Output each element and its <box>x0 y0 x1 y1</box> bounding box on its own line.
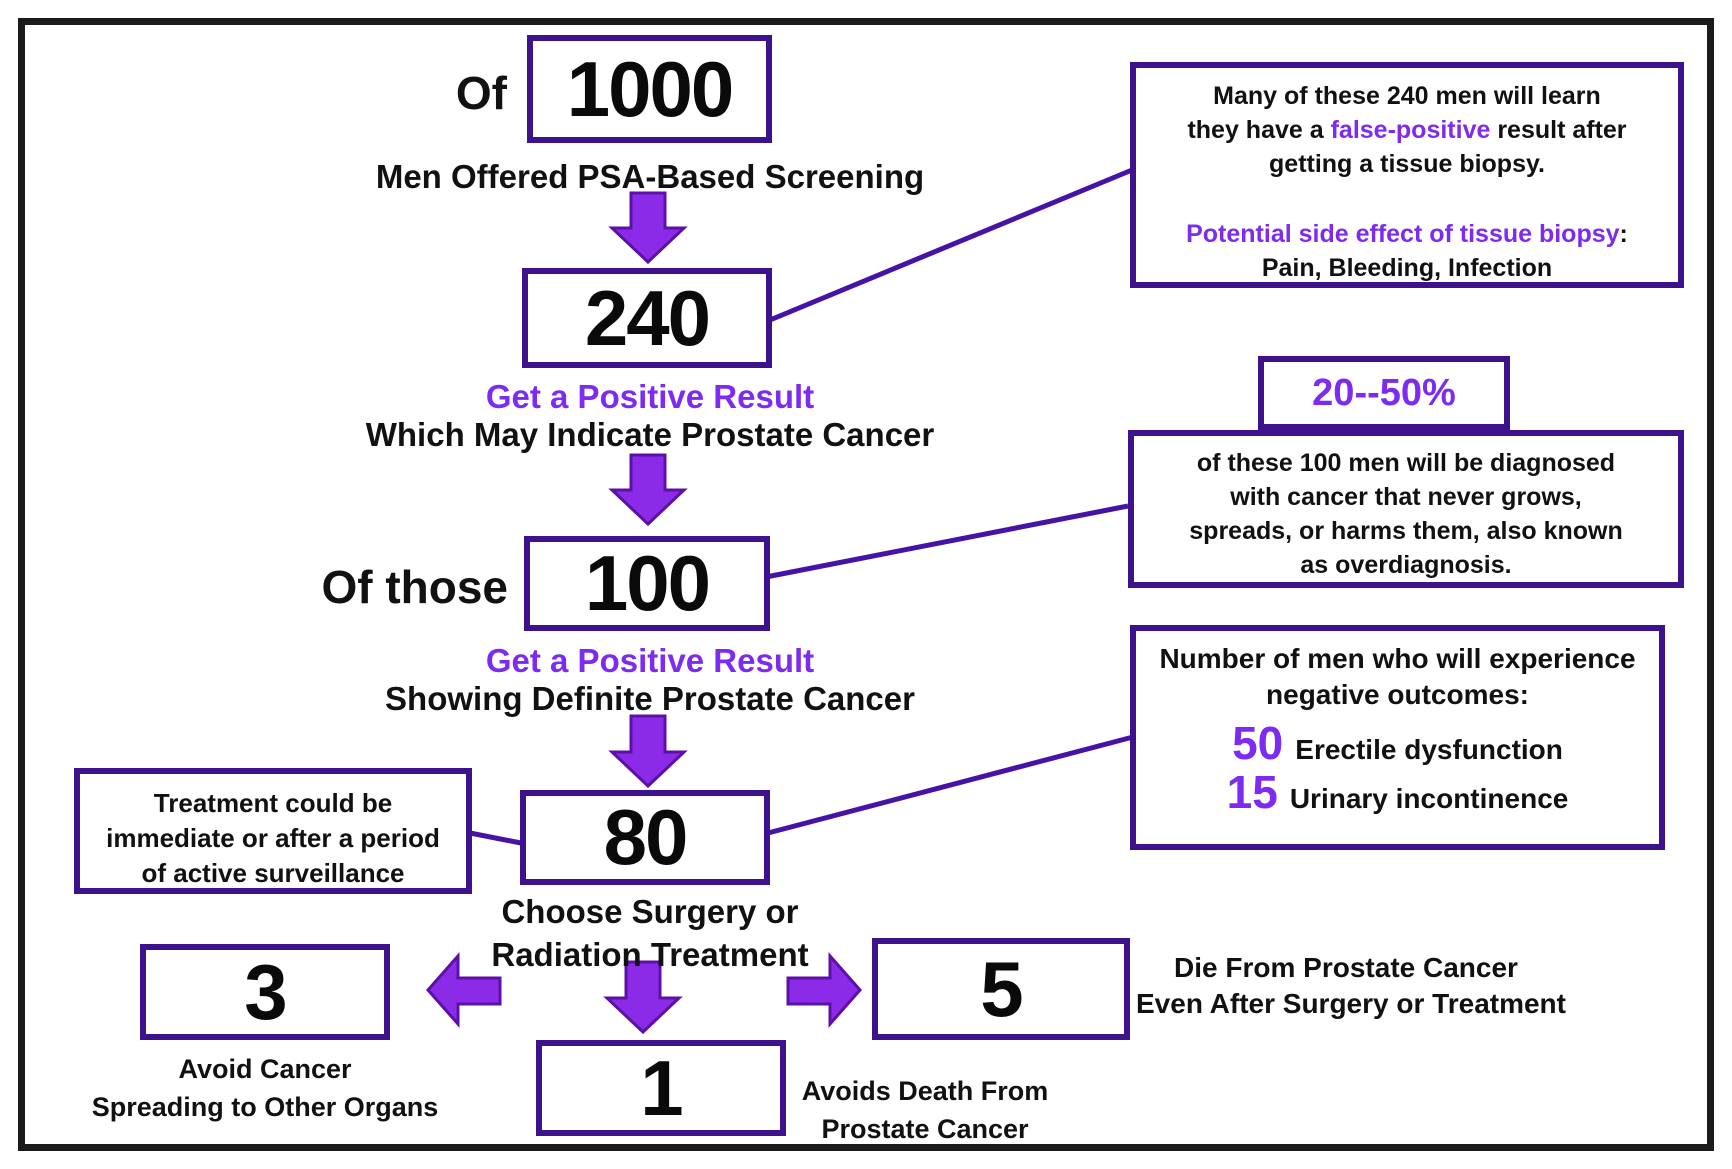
urinary-incontinence-count: 15 <box>1226 766 1278 818</box>
avoid-death-caption-line1: Avoids Death From <box>801 1076 1049 1106</box>
treatment-timing-line2: immediate or after a period <box>106 823 440 853</box>
biopsy-side-effect-list: Pain, Bleeding, Infection <box>1261 254 1553 282</box>
step4-caption: Choose Surgery or Radiation Treatment <box>350 890 950 976</box>
value-1: 1 <box>640 1043 683 1132</box>
step2-caption: Which May Indicate Prostate Cancer <box>365 416 935 453</box>
value-5: 5 <box>980 944 1023 1033</box>
negative-outcomes-title-line2: negative outcomes: <box>1266 679 1529 710</box>
overdiagnosis-rate: 20--50% <box>1312 371 1456 414</box>
false-positive-term: false-positive <box>1330 116 1491 144</box>
avoid-spread-caption-line1: Avoid Cancer <box>178 1054 352 1084</box>
overdiagnosis-line1: of these 100 men will be diagnosed <box>1196 449 1616 477</box>
biopsy-side-effect-heading-text: Potential side effect of tissue biopsy <box>1186 220 1620 248</box>
value-80: 80 <box>603 793 689 881</box>
step3-highlight-caption: Get a Positive Result <box>485 642 815 679</box>
treatment-timing-line3: of active surveillance <box>141 858 405 888</box>
connector-80-to-negative-outcomes-note <box>767 734 1134 836</box>
value-box-1: 1 <box>536 1040 786 1136</box>
value-box-3: 3 <box>140 944 390 1040</box>
treatment-timing-note: Treatment could be immediate or after a … <box>74 768 472 894</box>
left-arrow-icon <box>425 952 502 1028</box>
erectile-dysfunction-label: Erectile dysfunction <box>1295 734 1563 765</box>
negative-outcomes-note: Number of men who will experience negati… <box>1130 625 1665 850</box>
overdiagnosis-rate-box: 20--50% <box>1258 356 1510 430</box>
false-positive-note: Many of these 240 men will learn they ha… <box>1130 62 1684 288</box>
value-box-80: 80 <box>520 790 770 885</box>
overdiagnosis-note: of these 100 men will be diagnosed with … <box>1128 430 1684 588</box>
connector-treatment-note-to-80 <box>469 830 522 846</box>
right-arrow-icon <box>786 952 863 1028</box>
overdiagnosis-line4: as overdiagnosis. <box>1300 551 1512 579</box>
false-positive-line3: getting a tissue biopsy. <box>1269 150 1545 178</box>
value-box-100: 100 <box>524 536 770 631</box>
down-arrow-icon <box>608 714 688 789</box>
step1-prefix-label: Of <box>455 67 507 119</box>
avoid-spread-caption: Avoid Cancer Spreading to Other Organs <box>15 1050 515 1126</box>
outer-frame <box>18 18 1714 1151</box>
down-arrow-icon <box>608 453 688 527</box>
step2-highlight-caption: Get a Positive Result <box>485 378 815 415</box>
step1-caption: Men Offered PSA-Based Screening <box>375 158 925 195</box>
avoid-death-caption: Avoids Death From Prostate Cancer <box>780 1072 1070 1148</box>
down-arrow-icon <box>603 960 683 1035</box>
biopsy-side-effect-heading: Potential side effect of tissue biopsy: <box>1136 217 1678 251</box>
urinary-incontinence-label: Urinary incontinence <box>1289 783 1569 814</box>
negative-outcomes-list: 50 Erectile dysfunction 15 Urinary incon… <box>1136 717 1659 818</box>
die-caption-line1: Die From Prostate Cancer <box>1174 952 1518 983</box>
value-1000: 1000 <box>566 44 735 133</box>
value-240: 240 <box>584 273 711 362</box>
overdiagnosis-line2: with cancer that never grows, <box>1230 483 1582 511</box>
overdiagnosis-line3: spreads, or harms them, also known <box>1189 517 1623 545</box>
treatment-timing-line1: Treatment could be <box>153 788 393 818</box>
false-positive-line2-pre: they have a <box>1187 116 1331 144</box>
step4-caption-line1: Choose Surgery or <box>501 893 799 930</box>
negative-outcome-item: 15 Urinary incontinence <box>1226 766 1569 818</box>
false-positive-line1: Many of these 240 men will learn <box>1213 82 1601 110</box>
step4-caption-line2: Radiation Treatment <box>491 936 809 973</box>
down-arrow-icon <box>608 191 688 265</box>
die-caption-line2: Even After Surgery or Treatment <box>1136 988 1566 1019</box>
value-100: 100 <box>584 539 711 627</box>
biopsy-side-effect-colon: : <box>1619 220 1628 248</box>
value-box-5: 5 <box>872 938 1130 1040</box>
step3-caption: Showing Definite Prostate Cancer <box>385 680 915 717</box>
value-box-240: 240 <box>522 268 772 368</box>
false-positive-line2: they have a false-positive result after <box>1136 113 1678 147</box>
negative-outcome-item: 50 Erectile dysfunction <box>1232 717 1563 769</box>
erectile-dysfunction-count: 50 <box>1232 717 1284 769</box>
negative-outcomes-title-line1: Number of men who will experience <box>1159 643 1636 674</box>
value-3: 3 <box>244 947 287 1036</box>
connector-100-to-overdiagnosis-note <box>765 503 1129 580</box>
avoid-spread-caption-line2: Spreading to Other Organs <box>91 1092 439 1122</box>
false-positive-line2-post: result after <box>1490 116 1627 144</box>
value-box-1000: 1000 <box>527 35 772 143</box>
step3-prefix-label: Of those <box>321 561 508 613</box>
avoid-death-caption-line2: Prostate Cancer <box>821 1114 1029 1144</box>
connector-240-to-false-positive-note <box>769 167 1133 323</box>
die-caption: Die From Prostate Cancer Even After Surg… <box>1136 950 1566 1022</box>
